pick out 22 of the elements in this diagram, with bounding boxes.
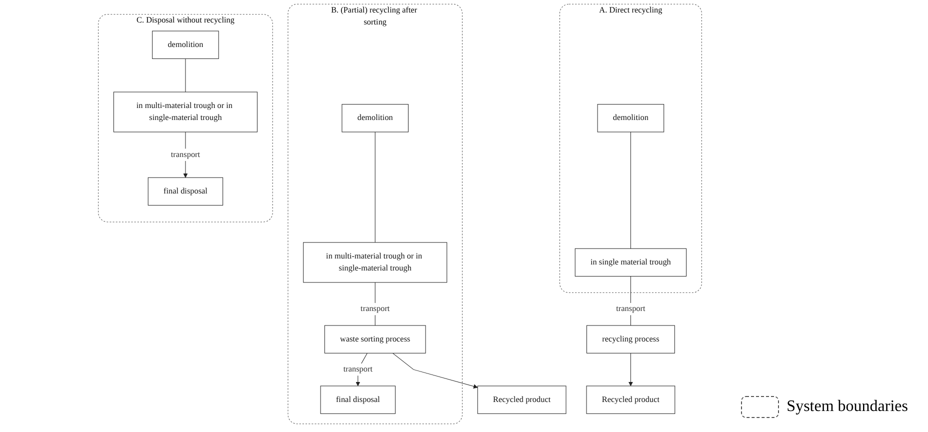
connector [374,132,376,243]
edge-label: transport [343,364,373,374]
node-box: in multi-material trough or in single-material trough [303,242,448,283]
node-box: demolition [597,104,664,132]
connector [185,58,186,92]
arrow [628,352,633,386]
connector [630,132,631,249]
node-box: recycling process [586,325,675,354]
edge-label: transport [170,150,200,159]
node-box: in single material trough [574,248,687,277]
node-box: Recycled product [586,386,676,414]
node-box: final disposal [148,177,224,206]
node-box: Recycled product [477,386,566,414]
edge-label: transport [360,304,390,314]
node-box: waste sorting process [324,325,426,354]
node-box: demolition [342,104,409,132]
edge-label: transport [616,304,646,314]
node-box: final disposal [320,386,396,414]
legend-label: System boundaries [786,398,908,416]
node-box: demolition [152,30,219,59]
node-box: in multi-material trough or in single-material trough [113,92,258,132]
arrow [392,352,478,389]
